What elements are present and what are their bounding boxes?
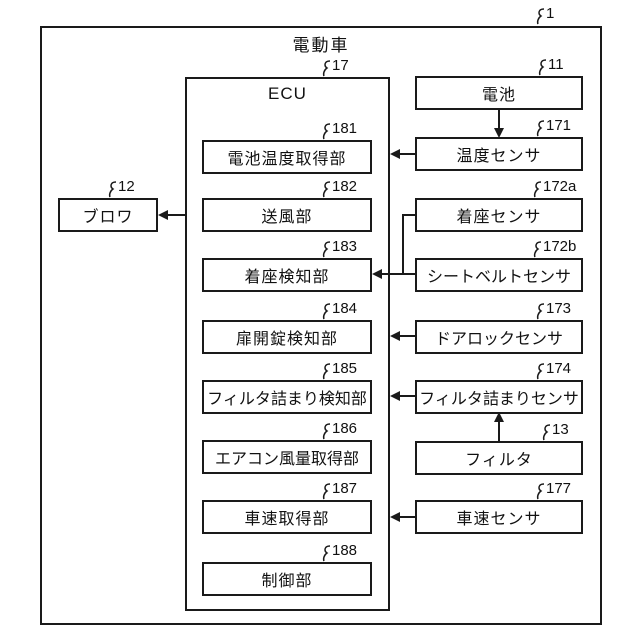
ref-leader-icon [536, 303, 545, 320]
ref-leader-icon [322, 60, 331, 77]
ref-172b: 172b [533, 239, 576, 258]
arrow-filter-sensor-to-ecu-head [390, 391, 400, 401]
ref-leader-icon [322, 241, 331, 258]
ecu-title: ECU [268, 84, 307, 103]
ref-number: 187 [332, 480, 358, 497]
ref-number: 185 [332, 360, 358, 377]
seat-sensor-stub-line [402, 214, 415, 216]
block-battery: 電池 [415, 76, 583, 110]
ref-188: 188 [322, 543, 357, 562]
ecu-frame [185, 77, 390, 611]
ref-leader-icon [542, 424, 551, 441]
system-frame [40, 26, 602, 625]
ref-number: 12 [118, 178, 135, 195]
block-vehicle-speed-acquisition: 車速取得部 [202, 500, 372, 534]
ref-174: 174 [536, 361, 571, 380]
block-seating-sensor: 着座センサ [415, 198, 583, 232]
ref-number: 174 [546, 360, 572, 377]
ref-number: 1 [546, 5, 555, 22]
block-battery-temp-acquisition: 電池温度取得部 [202, 140, 372, 174]
ref-leader-icon [322, 123, 331, 140]
arrow-speed-sensor-to-ecu-line [398, 516, 415, 518]
ref-number: 186 [332, 420, 358, 437]
ref-183: 183 [322, 239, 357, 258]
block-door-lock-sensor: ドアロックセンサ [415, 320, 583, 354]
ref-leader-icon [322, 181, 331, 198]
ref-number: 182 [332, 178, 358, 195]
ref-173: 173 [536, 301, 571, 320]
arrow-seat-sensors-to-detection-head [372, 269, 382, 279]
ref-185: 185 [322, 361, 357, 380]
block-temperature-sensor: 温度センサ [415, 137, 583, 171]
ref-number: 17 [332, 57, 349, 74]
ref-number: 184 [332, 300, 358, 317]
ref-number: 181 [332, 120, 358, 137]
ref-186: 186 [322, 421, 357, 440]
ref-leader-icon [322, 545, 331, 562]
block-door-unlock-detection: 扉開錠検知部 [202, 320, 372, 354]
ref-13: 13 [542, 422, 569, 441]
ref-number: 13 [552, 421, 569, 438]
ref-leader-icon [322, 363, 331, 380]
ref-leader-icon [322, 303, 331, 320]
ref-ecu: 17 [322, 58, 349, 77]
arrow-temp-sensor-to-ecu-head [390, 149, 400, 159]
ref-12: 12 [108, 179, 135, 198]
arrow-ecu-to-blower-head [158, 210, 168, 220]
ref-number: 173 [546, 300, 572, 317]
ref-leader-icon [536, 120, 545, 137]
ref-172a: 172a [533, 179, 576, 198]
arrow-seat-sensors-to-detection-line [381, 273, 415, 275]
arrow-filter-sensor-to-ecu-line [398, 395, 415, 397]
arrow-speed-sensor-to-ecu-head [390, 512, 400, 522]
arrow-ecu-to-blower-line [166, 214, 185, 216]
arrow-door-lock-to-ecu-head [390, 331, 400, 341]
block-control-unit: 制御部 [202, 562, 372, 596]
ref-11: 11 [538, 57, 564, 76]
ref-leader-icon [108, 181, 117, 198]
arrow-temp-sensor-to-ecu-line [398, 153, 415, 155]
block-aircon-airflow-acquisition: エアコン風量取得部 [202, 440, 372, 474]
system-title: 電動車 [292, 36, 350, 55]
ref-number: 183 [332, 238, 358, 255]
arrow-battery-to-temp-sensor-head [494, 128, 504, 138]
ref-184: 184 [322, 301, 357, 320]
block-filter: フィルタ [415, 441, 583, 475]
ref-leader-icon [536, 363, 545, 380]
ref-number: 11 [548, 56, 564, 73]
arrow-filter-to-sensor-line [498, 422, 500, 441]
block-vehicle-speed-sensor: 車速センサ [415, 500, 583, 534]
ref-leader-icon [322, 483, 331, 500]
ref-leader-icon [533, 181, 542, 198]
block-seating-detection: 着座検知部 [202, 258, 372, 292]
ref-181: 181 [322, 121, 357, 140]
ref-177: 177 [536, 481, 571, 500]
ref-leader-icon [538, 59, 547, 76]
block-filter-clog-detection: フィルタ詰まり検知部 [202, 380, 372, 414]
block-blowing-unit: 送風部 [202, 198, 372, 232]
ref-number: 171 [546, 117, 572, 134]
arrow-battery-to-temp-sensor-line [498, 110, 500, 129]
ref-number: 172a [543, 178, 577, 195]
ref-system: 1 [536, 6, 554, 25]
ref-leader-icon [322, 423, 331, 440]
ref-number: 172b [543, 238, 577, 255]
ref-171: 171 [536, 118, 571, 137]
block-seatbelt-sensor: シートベルトセンサ [415, 258, 583, 292]
seat-sensor-vertical-line [402, 214, 404, 275]
ref-182: 182 [322, 179, 357, 198]
ref-leader-icon [536, 483, 545, 500]
ref-187: 187 [322, 481, 357, 500]
arrow-door-lock-to-ecu-line [398, 335, 415, 337]
ref-leader-icon [536, 8, 545, 25]
block-blower: ブロワ [58, 198, 158, 232]
ref-number: 177 [546, 480, 572, 497]
block-filter-clog-sensor: フィルタ詰まりセンサ [415, 380, 583, 414]
arrow-filter-to-sensor-head [494, 412, 504, 422]
ref-leader-icon [533, 241, 542, 258]
ref-number: 188 [332, 542, 358, 559]
